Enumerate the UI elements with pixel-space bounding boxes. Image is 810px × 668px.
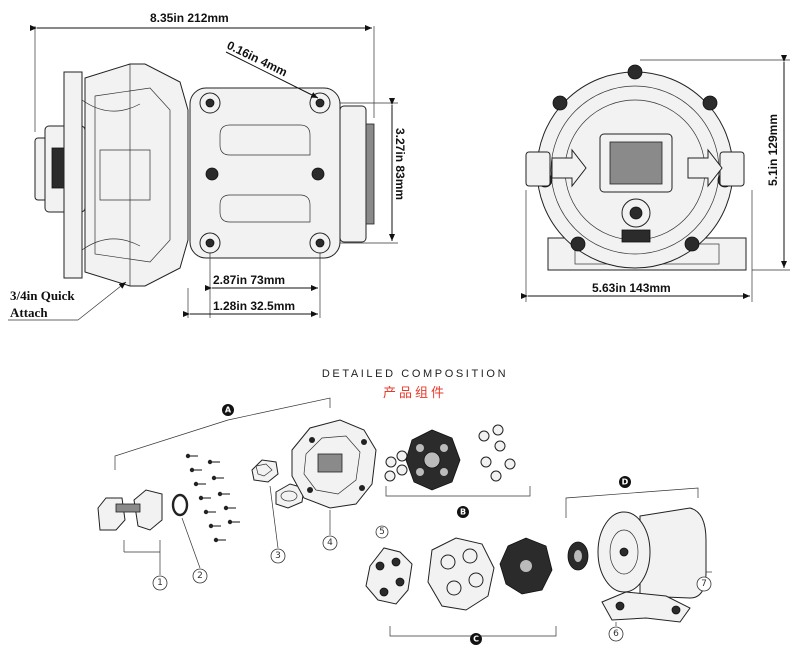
front-inlet-port (525, 151, 551, 187)
callout-line-2: Attach (10, 305, 48, 320)
part-5-label: 5 (379, 527, 385, 537)
part-6-mounting-bracket (601, 591, 691, 623)
group-a-marker (222, 404, 234, 416)
dim-overall-length: 8.35in 212mm (150, 11, 229, 25)
part-2-label: 2 (197, 571, 203, 581)
quick-attach-callout: 3/4in Quick Attach (8, 281, 127, 321)
part-2-marker (192, 568, 208, 584)
group-d-label: D (622, 478, 629, 487)
group-b-marker (457, 506, 469, 518)
part-4-pump-head: 4 (291, 419, 377, 551)
dim-bolt-hole: 0.16in 4mm (225, 38, 290, 79)
part-7-label: 7 (701, 579, 707, 589)
side-motor-end (339, 105, 367, 243)
group-b-label: B (460, 508, 466, 517)
screws-set (185, 453, 240, 543)
part-5-diaphragm (365, 547, 413, 605)
dim-mount-height: 3.27in 83mm (393, 128, 407, 200)
group-d-marker (619, 476, 631, 488)
part-1-label: 1 (157, 578, 163, 588)
pump-side-view (34, 63, 375, 287)
part-4-label: 4 (327, 538, 333, 548)
part-6-label: 6 (613, 629, 619, 639)
composition-title-en: DETAILED COMPOSITION (322, 368, 508, 380)
dim-front-width: 5.63in 143mm (592, 281, 671, 295)
part-1-marker (152, 575, 168, 591)
part-7-marker (696, 576, 712, 592)
part-3-seals: 3 (251, 459, 305, 564)
diaphragm-plate (427, 537, 495, 611)
group-b-valve-assembly: B (384, 424, 531, 518)
group-c-label: C (473, 635, 479, 644)
group-c-marker (470, 633, 482, 645)
dim-front-height: 5.1in 129mm (766, 114, 780, 186)
front-outlet-port (719, 151, 745, 187)
group-c-diaphragm-assembly: 5 C (365, 525, 557, 645)
front-dimensions: 5.1in 129mm 5.63in 143mm (521, 55, 790, 302)
part-1-quick-attach: 1 (97, 489, 168, 591)
dim-mount-spacing: 2.87in 73mm (213, 273, 285, 287)
group-a-label: A (225, 406, 232, 415)
pump-front-view (525, 64, 747, 271)
callout-line-1: 3/4in Quick (10, 288, 75, 303)
composition-title-cn: 产品组件 (383, 386, 447, 401)
group-a-bracket: A (114, 397, 331, 470)
part-6-marker (608, 626, 624, 642)
part-5-marker (375, 525, 389, 539)
part-3-marker (270, 548, 286, 564)
part-4-marker (322, 535, 338, 551)
side-pump-head (84, 63, 189, 287)
part-2-o-ring: 2 (171, 493, 208, 584)
group-d-motor-assembly: D 7 6 (565, 476, 712, 642)
part-3-label: 3 (275, 551, 281, 561)
dim-mount-offset: 1.28in 32.5mm (213, 299, 295, 313)
